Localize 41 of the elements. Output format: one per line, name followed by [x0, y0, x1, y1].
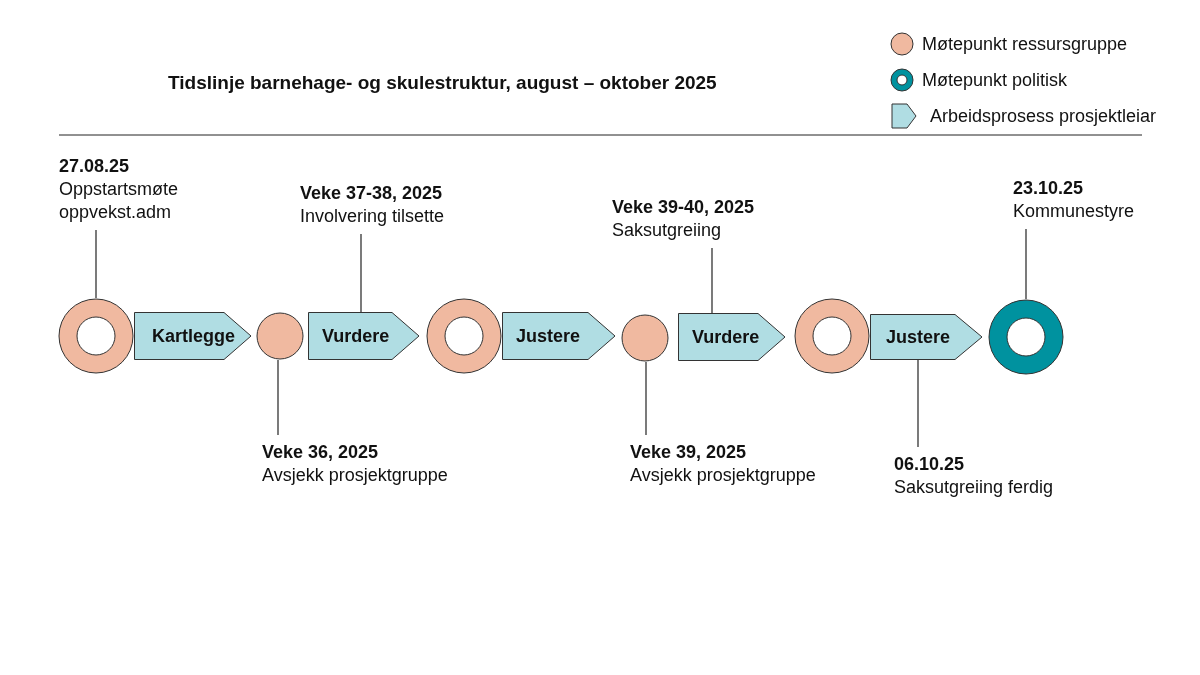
event-label: Oppstartsmøte oppvekst.adm [59, 178, 180, 224]
date-label: 27.08.25 [59, 155, 131, 178]
leader-line [1025, 228, 1027, 300]
event-label: Involvering tilsette [300, 205, 445, 228]
date-label: Veke 37-38, 2025 [300, 182, 444, 205]
date-label: Veke 39, 2025 [630, 441, 748, 464]
ring-marker [426, 298, 502, 374]
step-label: Kartlegge [152, 324, 236, 348]
dot-marker [256, 312, 304, 360]
ring-marker [988, 299, 1064, 375]
date-label: Veke 36, 2025 [262, 441, 380, 464]
legend-label: Møtepunkt ressursgruppe [922, 33, 1128, 56]
event-label: Saksutgreiing ferdig [894, 476, 1054, 499]
step-label: Vurdere [692, 325, 760, 349]
leader-line [95, 229, 97, 299]
process-step [678, 313, 786, 361]
leader-line [360, 233, 362, 313]
leader-line [917, 359, 919, 448]
leader-line [711, 247, 713, 314]
ring-marker [794, 298, 870, 374]
legend-label: Arbeidsprosess prosjektleiar [930, 105, 1157, 128]
legend-label: Møtepunkt politisk [922, 69, 1068, 92]
date-label: 06.10.25 [894, 453, 966, 476]
event-label: Avsjekk prosjektgruppe [262, 464, 448, 487]
event-label: Saksutgreiing [612, 219, 723, 242]
process-step [870, 314, 983, 360]
process-step [502, 312, 616, 360]
dot-marker [621, 314, 669, 362]
step-label: Vurdere [322, 324, 390, 348]
step-label: Justere [516, 324, 581, 348]
event-label: Kommunestyre [1013, 200, 1135, 223]
leader-line [645, 361, 647, 436]
process-step [308, 312, 420, 360]
step-label: Justere [886, 325, 951, 349]
event-label: Avsjekk prosjektgruppe [630, 464, 816, 487]
title: Tidslinje barnehage- og skulestruktur, august – oktober 2025 [168, 72, 717, 94]
process-step [134, 312, 252, 360]
leader-line [277, 359, 279, 436]
date-label: 23.10.25 [1013, 177, 1085, 200]
date-label: Veke 39-40, 2025 [612, 196, 755, 219]
ring-marker [58, 298, 134, 374]
